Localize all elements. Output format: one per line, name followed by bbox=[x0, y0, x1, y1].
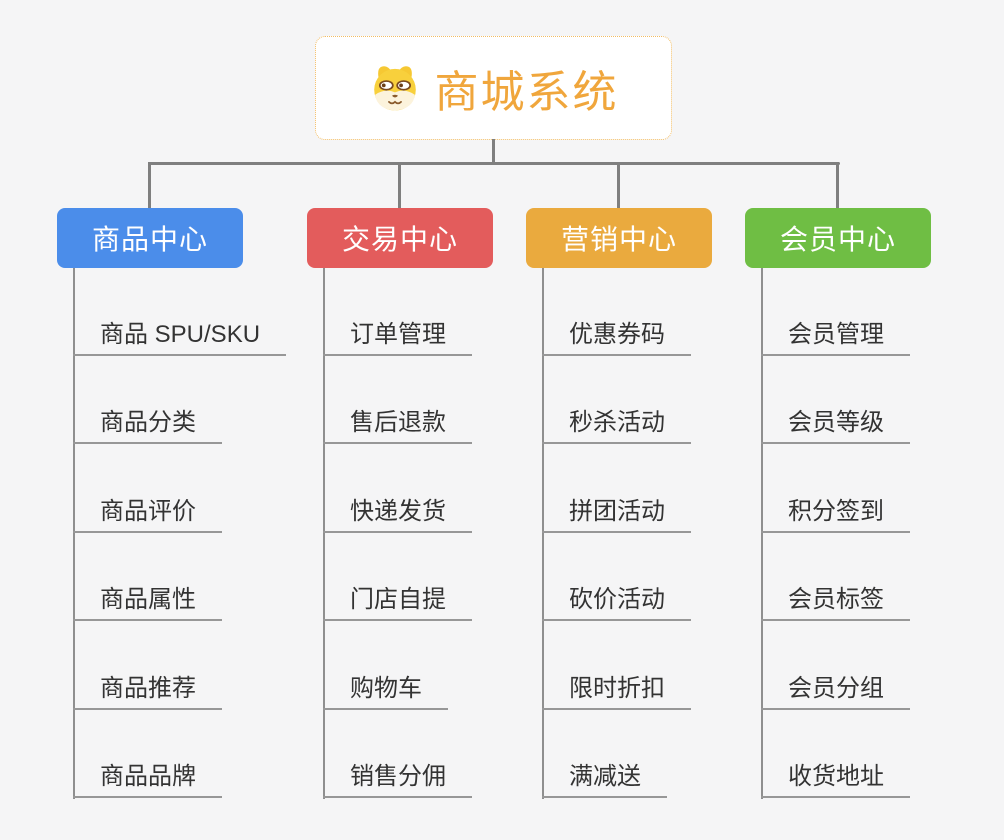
leaf-node[interactable]: 积分签到 bbox=[761, 489, 910, 533]
leaf-node[interactable]: 会员分组 bbox=[761, 666, 910, 710]
connector-trunk-2 bbox=[323, 268, 325, 799]
branch-column-product: 商品中心 商品 SPU/SKU 商品分类 商品评价 商品属性 商品推荐 商品品牌 bbox=[57, 208, 287, 808]
root-title: 商城系统 bbox=[434, 68, 619, 117]
leaf-node[interactable]: 销售分佣 bbox=[323, 754, 472, 798]
root-node-mall-system[interactable]: 商城系统 bbox=[315, 36, 672, 140]
leaf-node[interactable]: 商品属性 bbox=[73, 577, 222, 621]
branch-node-marketing-center[interactable]: 营销中心 bbox=[526, 208, 712, 268]
leaf-node[interactable]: 商品分类 bbox=[73, 400, 222, 444]
branch-node-product-center[interactable]: 商品中心 bbox=[57, 208, 243, 268]
connector-drop-4 bbox=[836, 162, 839, 209]
leaf-node[interactable]: 购物车 bbox=[323, 666, 448, 710]
connector-drop-1 bbox=[148, 162, 151, 209]
leaf-node[interactable]: 售后退款 bbox=[323, 400, 472, 444]
branch-column-marketing: 营销中心 优惠券码 秒杀活动 拼团活动 砍价活动 限时折扣 满减送 bbox=[526, 208, 712, 808]
branch-node-trade-center[interactable]: 交易中心 bbox=[307, 208, 493, 268]
leaf-node[interactable]: 商品推荐 bbox=[73, 666, 222, 710]
branch-column-trade: 交易中心 订单管理 售后退款 快递发货 门店自提 购物车 销售分佣 bbox=[307, 208, 493, 808]
leaf-node[interactable]: 秒杀活动 bbox=[542, 400, 691, 444]
leaf-node[interactable]: 商品品牌 bbox=[73, 754, 222, 798]
connector-trunk-3 bbox=[542, 268, 544, 799]
leaf-node[interactable]: 会员管理 bbox=[761, 312, 910, 356]
leaf-node[interactable]: 商品 SPU/SKU bbox=[73, 312, 287, 356]
branch-node-member-center[interactable]: 会员中心 bbox=[745, 208, 931, 268]
leaf-node[interactable]: 会员标签 bbox=[761, 577, 910, 621]
connector-drop-3 bbox=[617, 162, 620, 209]
leaf-node[interactable]: 收货地址 bbox=[761, 754, 910, 798]
connector-trunk-1 bbox=[73, 268, 75, 799]
leaf-node[interactable]: 快递发货 bbox=[323, 489, 472, 533]
leaf-node[interactable]: 拼团活动 bbox=[542, 489, 691, 533]
connector-drop-2 bbox=[398, 162, 401, 209]
branch-column-member: 会员中心 会员管理 会员等级 积分签到 会员标签 会员分组 收货地址 bbox=[745, 208, 931, 808]
leaf-node[interactable]: 砍价活动 bbox=[542, 577, 691, 621]
connector-bus bbox=[148, 162, 840, 165]
connector-root-stub bbox=[492, 139, 495, 164]
leaf-node[interactable]: 门店自提 bbox=[323, 577, 472, 621]
leaf-node[interactable]: 会员等级 bbox=[761, 400, 910, 444]
dog-face-icon bbox=[373, 66, 416, 111]
leaf-node[interactable]: 订单管理 bbox=[323, 312, 472, 356]
leaf-node[interactable]: 满减送 bbox=[542, 754, 667, 798]
leaf-node[interactable]: 限时折扣 bbox=[542, 666, 691, 710]
connector-trunk-4 bbox=[761, 268, 763, 799]
leaf-node[interactable]: 优惠券码 bbox=[542, 312, 691, 356]
leaf-node[interactable]: 商品评价 bbox=[73, 489, 222, 533]
